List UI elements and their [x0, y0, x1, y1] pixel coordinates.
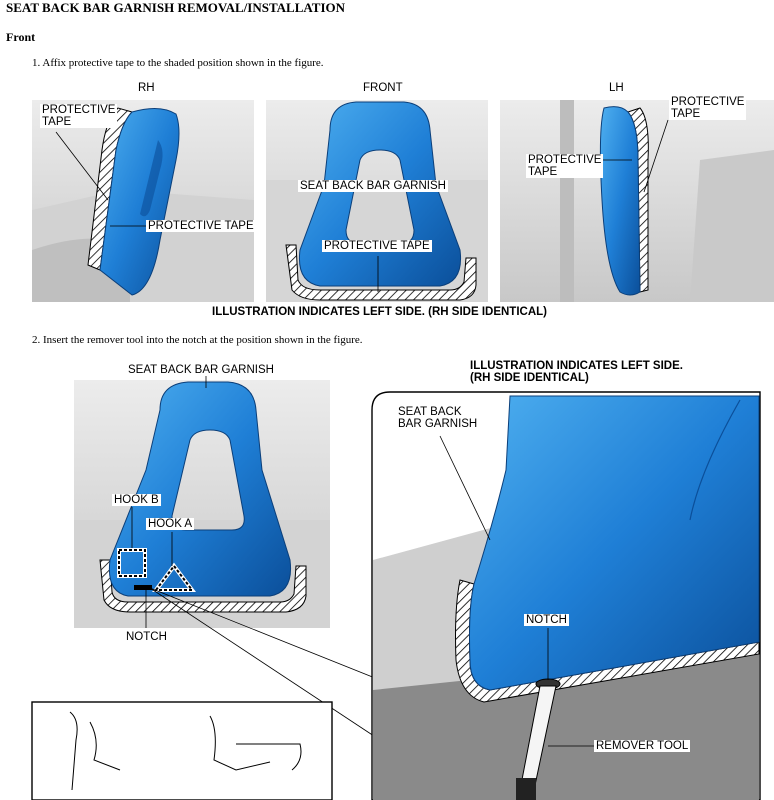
- section-title: Front: [6, 30, 36, 44]
- garnish-label: SEAT BACK BAR GARNISH: [128, 364, 274, 376]
- figure-1-illustration: [32, 100, 774, 302]
- notch-label: NOTCH: [126, 631, 167, 643]
- garnish-left-view: [74, 376, 381, 741]
- front-garnish-label: SEAT BACK BAR GARNISH: [298, 180, 448, 192]
- lh-panel-label: LH: [609, 82, 624, 94]
- figure-1-caption: ILLUSTRATION INDICATES LEFT SIDE. (RH SI…: [210, 306, 549, 318]
- detail-notch-label: NOTCH: [524, 614, 569, 626]
- step-1-text: 1. Affix protective tape to the shaded p…: [32, 57, 324, 69]
- rh-panel: [32, 100, 255, 302]
- hook-b-label: HOOK B: [112, 494, 161, 506]
- step-2-text: 2. Insert the remover tool into the notc…: [32, 334, 363, 346]
- rh-protective-tape-mid-label: PROTECTIVE TAPE: [146, 220, 256, 232]
- hook-a-label: HOOK A: [146, 518, 195, 530]
- rh-panel-label: RH: [138, 82, 155, 94]
- bottom-inset: [31, 701, 333, 800]
- rh-protective-tape-top-label: PROTECTIVE TAPE: [40, 104, 118, 128]
- document-title: SEAT BACK BAR GARNISH REMOVAL/INSTALLATI…: [6, 0, 346, 15]
- remover-tool-label: REMOVER TOOL: [594, 740, 691, 752]
- detail-view: [371, 391, 761, 800]
- lh-panel: [500, 100, 774, 302]
- lh-protective-tape-left-label: PROTECTIVE TAPE: [526, 154, 604, 178]
- front-panel-label: FRONT: [363, 82, 403, 94]
- lh-protective-tape-right-label: PROTECTIVE TAPE: [669, 96, 747, 120]
- detail-caption: ILLUSTRATION INDICATES LEFT SIDE. (RH SI…: [470, 360, 683, 384]
- detail-garnish-label: SEAT BACK BAR GARNISH: [396, 406, 480, 430]
- front-protective-tape-label: PROTECTIVE TAPE: [322, 240, 432, 252]
